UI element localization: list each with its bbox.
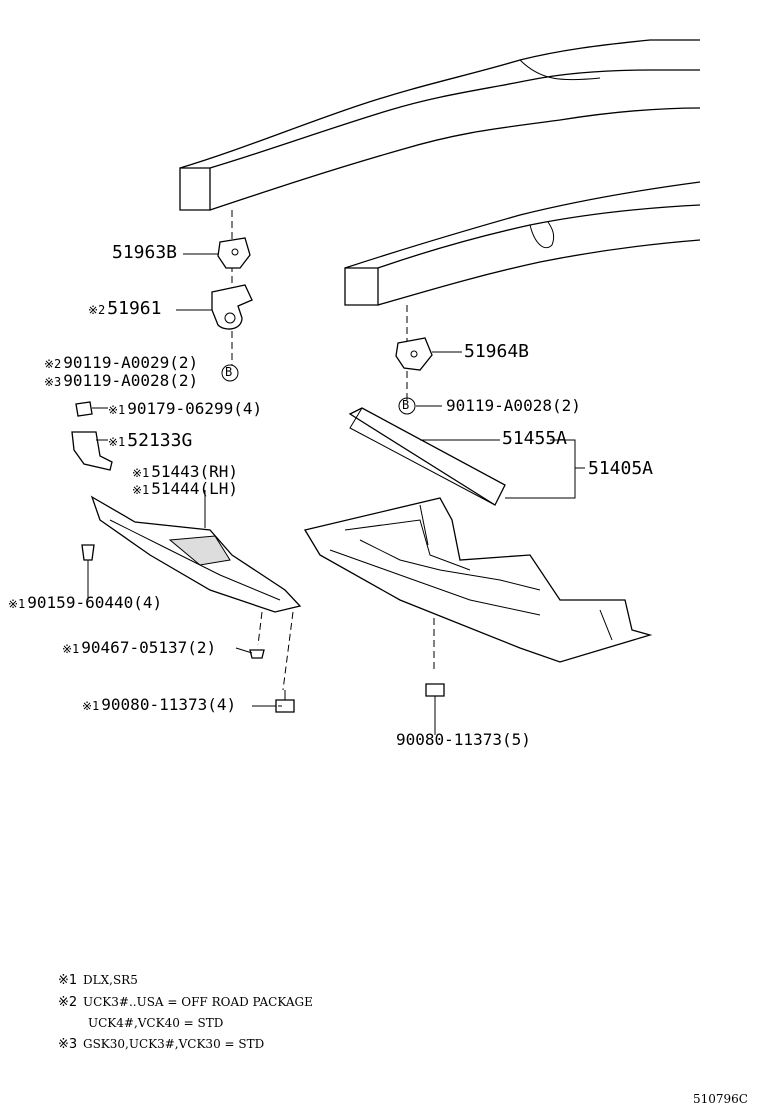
label-51455a: 51455A xyxy=(502,428,568,449)
note-mark: ※1 xyxy=(108,403,126,417)
note-mark: ※2 xyxy=(44,357,62,371)
note-mark: ※3 xyxy=(44,375,62,389)
note-mark: ※1 xyxy=(132,466,150,480)
label-90119-a0028-right: 90119-A0028(2) xyxy=(446,396,581,415)
bracket-51964b xyxy=(395,337,433,371)
note-mark: ※1 xyxy=(62,642,80,656)
legend-text: DLX,SR5 xyxy=(83,973,138,987)
legend-line-2: ※2 UCK3#..USA = OFF ROAD PACKAGE xyxy=(58,996,313,1009)
callout-b-left xyxy=(221,364,239,382)
part-number: 90080-11373(4) xyxy=(101,695,237,714)
legend-mark: ※3 xyxy=(58,1037,78,1052)
assembly-line-bolt-left xyxy=(282,611,294,691)
part-number: 90159-60440(4) xyxy=(27,593,163,612)
legend-line-1: ※1 DLX,SR5 xyxy=(58,974,138,987)
bolt-90080-right xyxy=(425,683,445,728)
label-51963b: 51963B xyxy=(112,242,178,263)
tow-hook-51961 xyxy=(211,284,253,330)
legend-text: UCK4#,VCK40 = STD xyxy=(88,1016,224,1030)
bolt-90080-left xyxy=(275,690,295,713)
note-mark: ※2 xyxy=(88,303,106,317)
legend-line-4: ※3 GSK30,UCK3#,VCK30 = STD xyxy=(58,1038,264,1051)
legend-text: UCK3#..USA = OFF ROAD PACKAGE xyxy=(83,995,313,1009)
diagram-reference-number: 510796C xyxy=(693,1092,748,1106)
part-number: 52133G xyxy=(127,430,193,451)
bracket-52133g xyxy=(71,431,113,471)
label-51964b: 51964B xyxy=(464,341,530,362)
part-number: 51961 xyxy=(107,298,162,319)
part-number: 90119-A0028(2) xyxy=(63,371,199,390)
label-90080-right: 90080-11373(5) xyxy=(396,730,531,749)
part-number: 90467-05137(2) xyxy=(81,638,217,657)
stone-guard-51443 xyxy=(90,495,302,613)
note-mark: ※1 xyxy=(8,597,26,611)
clip-90159 xyxy=(81,544,95,590)
assembly-line-screw xyxy=(257,611,263,646)
legend-mark: ※2 xyxy=(58,995,78,1010)
seal-51455a xyxy=(348,407,506,506)
nut-90179 xyxy=(75,401,93,417)
frame-rail-lower xyxy=(344,181,701,306)
part-number: 90119-A0029(2) xyxy=(63,353,199,372)
part-number: 51443(RH) xyxy=(151,462,238,481)
note-mark: ※1 xyxy=(132,483,150,497)
note-mark: ※1 xyxy=(82,699,100,713)
callout-letter-left: B xyxy=(225,365,233,379)
screw-90467 xyxy=(249,649,265,659)
legend-line-3: UCK4#,VCK40 = STD xyxy=(88,1017,223,1029)
label-51405a: 51405A xyxy=(588,458,654,479)
frame-rail-upper xyxy=(179,39,701,211)
callout-letter-right: B xyxy=(402,398,410,412)
callout-b-right xyxy=(398,397,416,415)
legend-text: GSK30,UCK3#,VCK30 = STD xyxy=(83,1037,265,1051)
part-number: 90179-06299(4) xyxy=(127,399,263,418)
part-number: 51444(LH) xyxy=(151,479,238,498)
bracket-51963b xyxy=(217,237,251,269)
under-cover-51405a xyxy=(303,497,653,663)
leader-lines xyxy=(87,253,585,735)
note-mark: ※1 xyxy=(108,435,126,449)
legend-mark: ※1 xyxy=(58,973,78,988)
